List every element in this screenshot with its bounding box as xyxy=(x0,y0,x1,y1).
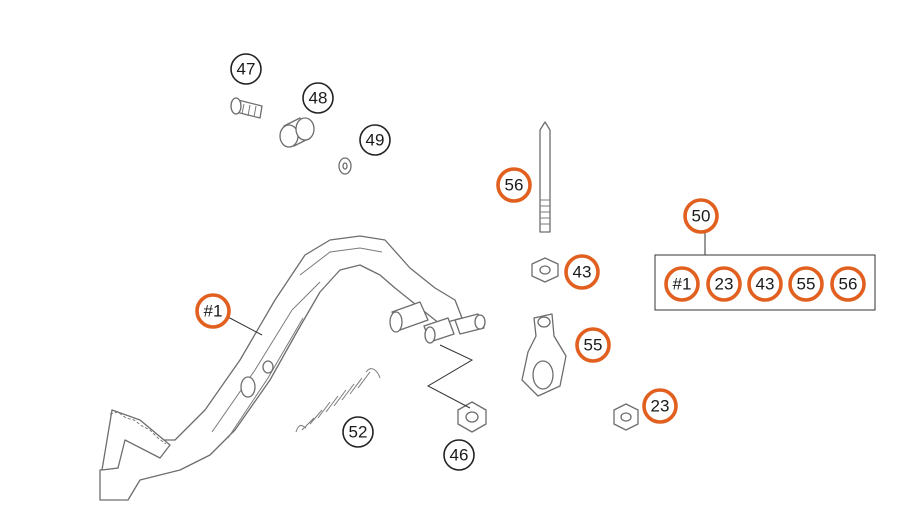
svg-text:23: 23 xyxy=(651,397,670,416)
kit-item-55[interactable]: 55 xyxy=(788,266,824,302)
kit-item-43[interactable]: 43 xyxy=(747,266,783,302)
brake-pedal-part xyxy=(99,235,486,501)
kit-item-23[interactable]: 23 xyxy=(706,266,742,302)
spacer-part xyxy=(279,117,315,148)
callout-23[interactable]: 23 xyxy=(642,388,678,424)
callout-43[interactable]: 43 xyxy=(564,254,600,290)
callout-56[interactable]: 56 xyxy=(496,167,532,203)
svg-text:49: 49 xyxy=(366,131,385,150)
svg-text:43: 43 xyxy=(756,275,775,294)
kit-item-56[interactable]: 56 xyxy=(830,266,866,302)
locknut-part xyxy=(613,403,639,431)
svg-text:55: 55 xyxy=(584,336,603,355)
svg-text:56: 56 xyxy=(839,275,858,294)
svg-text:55: 55 xyxy=(797,275,816,294)
kit-box xyxy=(654,254,876,311)
svg-text:56: 56 xyxy=(505,176,524,195)
callout-46[interactable]: 46 xyxy=(443,439,475,471)
svg-text:43: 43 xyxy=(573,263,592,282)
kit-item-1[interactable]: #1 xyxy=(664,266,700,302)
leader-lines xyxy=(225,232,876,409)
svg-text:52: 52 xyxy=(349,423,368,442)
nut-part xyxy=(531,257,559,283)
washer-part xyxy=(338,157,352,175)
callout-48[interactable]: 48 xyxy=(302,82,334,114)
spring-part xyxy=(295,368,381,433)
svg-text:50: 50 xyxy=(692,207,711,226)
push-rod-part xyxy=(539,121,551,233)
svg-text:#1: #1 xyxy=(204,302,223,321)
svg-text:48: 48 xyxy=(309,89,328,108)
svg-text:46: 46 xyxy=(450,446,469,465)
svg-text:23: 23 xyxy=(715,275,734,294)
nut-part xyxy=(457,401,487,433)
callout-50[interactable]: 50 xyxy=(683,198,719,234)
callout-55[interactable]: 55 xyxy=(575,327,611,363)
callout-52[interactable]: 52 xyxy=(342,416,374,448)
callout-47[interactable]: 47 xyxy=(230,53,262,85)
callout-49[interactable]: 49 xyxy=(359,124,391,156)
callout-1[interactable]: #1 xyxy=(195,293,231,329)
bolt-part xyxy=(230,97,263,119)
svg-text:#1: #1 xyxy=(673,275,692,294)
fork-head-part xyxy=(521,313,567,397)
svg-text:47: 47 xyxy=(237,60,256,79)
